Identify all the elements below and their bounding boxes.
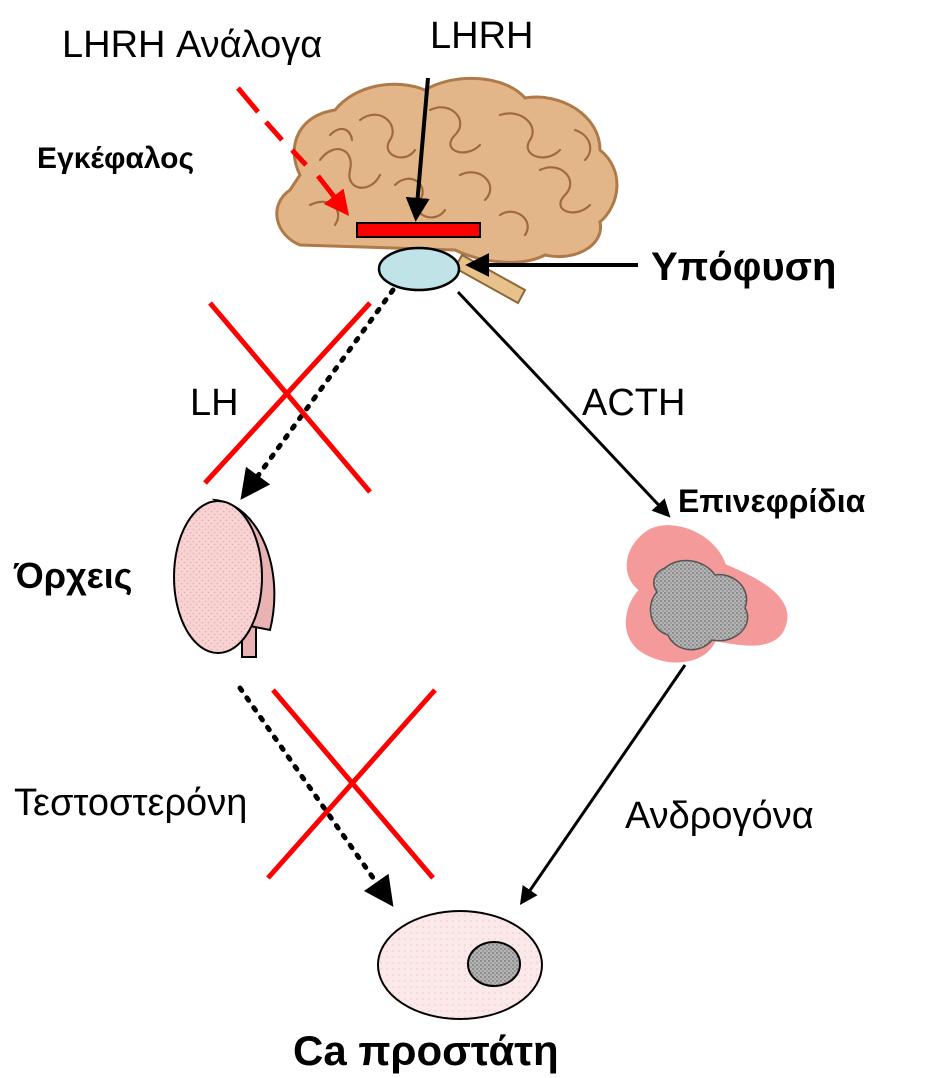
androgens-label: Ανδρογόνα [625, 795, 814, 837]
receptor-bar [357, 223, 480, 237]
testosterone-arrow [240, 688, 390, 902]
acth-label: ACTH [582, 382, 685, 424]
lh-arrow [244, 290, 393, 495]
testis-icon [174, 500, 274, 657]
lhrh-analogues-label: LHRH Ανάλογα [62, 24, 322, 66]
prostate-ca-label: Ca προστάτη [293, 1027, 559, 1074]
lhrh-label: LHRH [430, 15, 533, 57]
adrenal-gland-icon [627, 526, 787, 661]
testosterone-label: Τεστοστερόνη [14, 782, 247, 824]
adrenals-label: Επινεφρίδια [678, 483, 866, 519]
pituitary-icon [379, 248, 459, 290]
testes-label: Όρχεις [13, 555, 133, 596]
androgens-arrow [522, 665, 685, 902]
brain-label: Εγκέφαλος [37, 142, 194, 175]
lh-label: LH [190, 382, 239, 424]
prostate-cell-icon [378, 911, 542, 1019]
pituitary-label: Υπόφυση [651, 245, 836, 289]
